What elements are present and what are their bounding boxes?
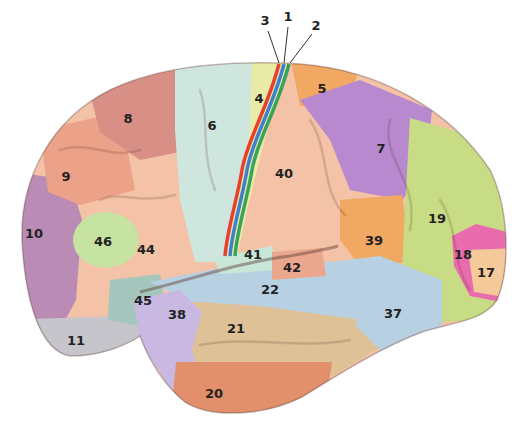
area-number: 1	[283, 10, 292, 23]
area-number: 19	[428, 212, 446, 225]
area-number: 39	[365, 234, 383, 247]
area-number: 38	[168, 308, 186, 321]
area-number: 6	[207, 119, 216, 132]
area-number: 37	[384, 307, 402, 320]
area-number: 8	[123, 112, 132, 125]
area-number: 22	[261, 283, 279, 296]
area-number: 20	[205, 387, 223, 400]
area-number: 2	[311, 19, 320, 32]
area-number: 7	[376, 142, 385, 155]
area-number: 17	[477, 266, 495, 279]
area-number: 40	[275, 167, 293, 180]
area-number: 18	[454, 248, 472, 261]
area-number: 5	[317, 82, 326, 95]
area-number: 44	[137, 243, 155, 256]
area-number: 11	[67, 334, 85, 347]
area-number: 3	[260, 14, 269, 27]
area-number: 4	[254, 92, 263, 105]
area-number: 21	[227, 322, 245, 335]
area-number: 42	[283, 261, 301, 274]
area-number: 10	[25, 227, 43, 240]
area-number: 46	[94, 235, 112, 248]
area-number: 41	[244, 248, 262, 261]
area-number: 9	[61, 170, 70, 183]
area-number: 45	[134, 294, 152, 307]
